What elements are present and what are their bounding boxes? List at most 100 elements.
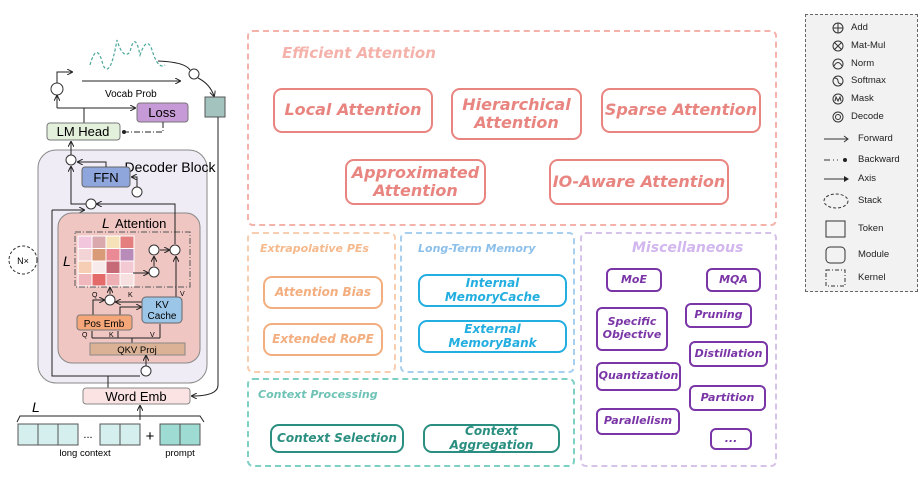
lm-head-label: LM Head	[57, 124, 110, 139]
kernel-icon	[825, 269, 846, 287]
partition: Partition	[689, 385, 766, 411]
legend-axis: Axis	[858, 173, 876, 184]
k-label: K	[109, 332, 114, 339]
vocab-distribution-curve	[89, 39, 166, 70]
attention-matrix	[77, 235, 135, 287]
long-term-memory-group	[400, 232, 575, 373]
miscellaneous-title: Miscellaneous	[632, 240, 744, 256]
k-label: K	[128, 292, 133, 299]
context-aggregation: Context Aggregation	[423, 424, 560, 453]
moe: MoE	[606, 268, 662, 292]
matmul-icon	[104, 294, 116, 306]
mask-icon	[832, 93, 844, 105]
norm-icon	[140, 365, 152, 377]
module-icon	[825, 246, 846, 264]
attention-matrix-cell	[91, 260, 107, 274]
token-cell	[57, 423, 79, 446]
attention-matrix-cell	[77, 235, 93, 249]
forward-arrow-icon	[824, 135, 849, 143]
token-cell	[99, 423, 121, 446]
softmax-icon	[832, 75, 844, 87]
distillation: Distillation	[689, 341, 768, 367]
specific-objective: Specific Objective	[596, 307, 668, 351]
add-icon	[85, 198, 97, 210]
norm-icon	[131, 186, 143, 198]
context-selection: Context Selection	[270, 424, 404, 453]
pos-emb-module	[76, 314, 133, 331]
attention-matrix-cell	[119, 235, 135, 249]
legend-stack: Stack	[858, 195, 882, 206]
legend-forward: Forward	[858, 133, 893, 144]
token-cell	[17, 423, 39, 446]
legend-symbols	[823, 22, 849, 287]
pruning: Pruning	[685, 303, 752, 328]
attention-matrix-cell	[91, 248, 107, 262]
attention-matrix-cell	[77, 273, 93, 287]
pos-emb-label: Pos Emb	[84, 319, 125, 330]
attention-matrix-cell	[105, 235, 121, 249]
attention-matrix-cell	[105, 260, 121, 274]
matmul-icon	[832, 40, 844, 52]
attention-length-label: L	[102, 215, 110, 231]
quantization: Quantization	[596, 362, 681, 391]
long-context-label: long context	[59, 448, 111, 459]
attention-matrix-cell	[77, 248, 93, 262]
kv-cache-label-2: Cache	[148, 311, 177, 322]
mqa: MQA	[706, 268, 761, 292]
ellipsis: ...	[83, 429, 92, 441]
long-term-memory-title: Long-Term Memory	[418, 242, 536, 255]
attention-matrix-cell	[105, 273, 121, 287]
legend-decode: Decode	[851, 111, 884, 122]
loss-label: Loss	[148, 105, 176, 120]
word-emb-label: Word Emb	[105, 389, 166, 404]
vocab-prob-label: Vocab Prob	[105, 89, 157, 100]
attention-matrix-cell	[105, 248, 121, 262]
context-processing-group	[247, 378, 575, 467]
attention-matrix-cell	[77, 260, 93, 274]
word-emb-module	[82, 387, 191, 405]
add-icon	[832, 22, 844, 34]
legend-norm: Norm	[851, 58, 875, 69]
external-memory-bank: External MemoryBank	[418, 320, 567, 353]
attention-kernel	[74, 231, 191, 288]
io-aware-attention: IO-Aware Attention	[549, 159, 729, 205]
attention-bias: Attention Bias	[263, 276, 383, 309]
context-length-label: L	[32, 399, 40, 415]
sparse-attention: Sparse Attention	[601, 88, 761, 133]
token-icon	[825, 220, 846, 238]
stack-icon	[8, 245, 38, 275]
token-cell	[37, 423, 59, 446]
mask-icon	[148, 266, 160, 278]
legend-module: Module	[858, 249, 890, 260]
miscellaneous-group	[580, 232, 777, 467]
context-processing-title: Context Processing	[258, 388, 378, 401]
v-label: V	[150, 332, 155, 339]
kv-cache-label-1: KV	[155, 300, 169, 311]
extrapolative-pes-title: Extrapolative PEs	[260, 242, 369, 255]
stack-icon	[823, 193, 849, 209]
q-label: Q	[82, 332, 88, 339]
decode-icon	[832, 111, 844, 123]
local-attention: Local Attention	[273, 88, 433, 133]
efficient-attention-group	[247, 30, 777, 226]
norm-icon	[832, 58, 844, 70]
token-cell	[179, 423, 201, 446]
attention-matrix-cell	[119, 260, 135, 274]
legend: Add Mat-Mul Norm Softmax Mask Decode For…	[805, 14, 918, 292]
prompt-label: prompt	[165, 448, 195, 459]
plus-sign: +	[146, 428, 155, 445]
lm-head-module	[46, 122, 121, 141]
q-label: Q	[92, 292, 98, 299]
qkv-proj-label: QKV Proj	[117, 345, 157, 356]
efficient-attention-title: Efficient Attention	[282, 44, 436, 62]
ffn-label: FFN	[93, 170, 118, 185]
token-cell	[119, 423, 141, 446]
softmax-icon	[50, 82, 64, 96]
softmax-icon	[148, 244, 160, 256]
v-label: V	[180, 291, 185, 298]
add-icon	[65, 154, 77, 166]
hierarchical-attention: Hierarchical Attention	[451, 88, 582, 140]
legend-softmax: Softmax	[851, 75, 886, 86]
attention-matrix-cell	[91, 273, 107, 287]
attention-label: Attention	[115, 216, 166, 231]
